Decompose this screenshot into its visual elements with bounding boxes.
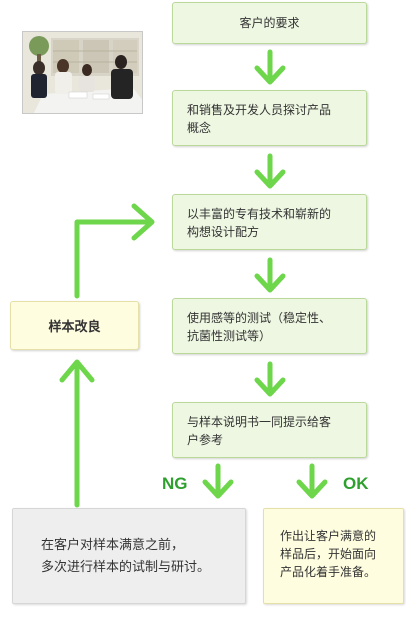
step-formula-design: 以丰富的专有技术和崭新的 构想设计配方	[172, 194, 367, 250]
up-arrow-icon	[59, 359, 95, 508]
ng-text-line: 多次进行样本的试制与研讨。	[41, 560, 211, 575]
ok-outcome-box: 作出让客户满意的 样品后，开始面向 产品化着手准备。	[263, 508, 404, 604]
ok-text-line: 样品后，开始面向	[280, 547, 377, 561]
step-text: 客户的要求	[239, 16, 300, 30]
step-concept-discussion: 和销售及开发人员探讨产品 概念	[172, 90, 367, 146]
ok-text-line: 产品化着手准备。	[280, 565, 377, 579]
down-arrow-icon	[254, 361, 286, 397]
ng-label: NG	[162, 474, 188, 493]
step-text-line: 概念	[187, 121, 212, 135]
ng-outcome-box: 在客户对样本满意之前， 多次进行样本的试制与研讨。	[12, 508, 246, 604]
step-text-line: 使用感等的测试（稳定性、	[187, 311, 332, 325]
step-text-line: 户参考	[187, 433, 224, 447]
step-text-line: 以丰富的专有技术和崭新的	[187, 207, 332, 221]
step-text-line: 与样本说明书一同提示给客	[187, 415, 332, 429]
down-arrow-icon	[254, 153, 286, 189]
ng-text-line: 在客户对样本满意之前，	[41, 538, 185, 553]
down-arrow-icon	[202, 463, 234, 499]
step-usability-testing: 使用感等的测试（稳定性、 抗菌性测试等）	[172, 298, 367, 354]
loop-arrow-icon	[74, 203, 155, 299]
step-customer-request: 客户的要求	[172, 2, 367, 44]
step-text-line: 和销售及开发人员探讨产品	[187, 103, 332, 117]
sample-improvement-label: 样本改良	[48, 320, 101, 335]
sample-improvement-box: 样本改良	[10, 301, 139, 350]
step-text-line: 构想设计配方	[187, 225, 260, 239]
meeting-photo	[22, 31, 143, 114]
down-arrow-icon	[254, 257, 286, 293]
ok-label: OK	[343, 474, 369, 493]
ok-text-line: 作出让客户满意的	[280, 529, 377, 543]
step-text-line: 抗菌性测试等）	[187, 329, 272, 343]
step-present-sample: 与样本说明书一同提示给客 户参考	[172, 402, 367, 458]
down-arrow-icon	[254, 49, 286, 85]
down-arrow-icon	[296, 463, 328, 499]
